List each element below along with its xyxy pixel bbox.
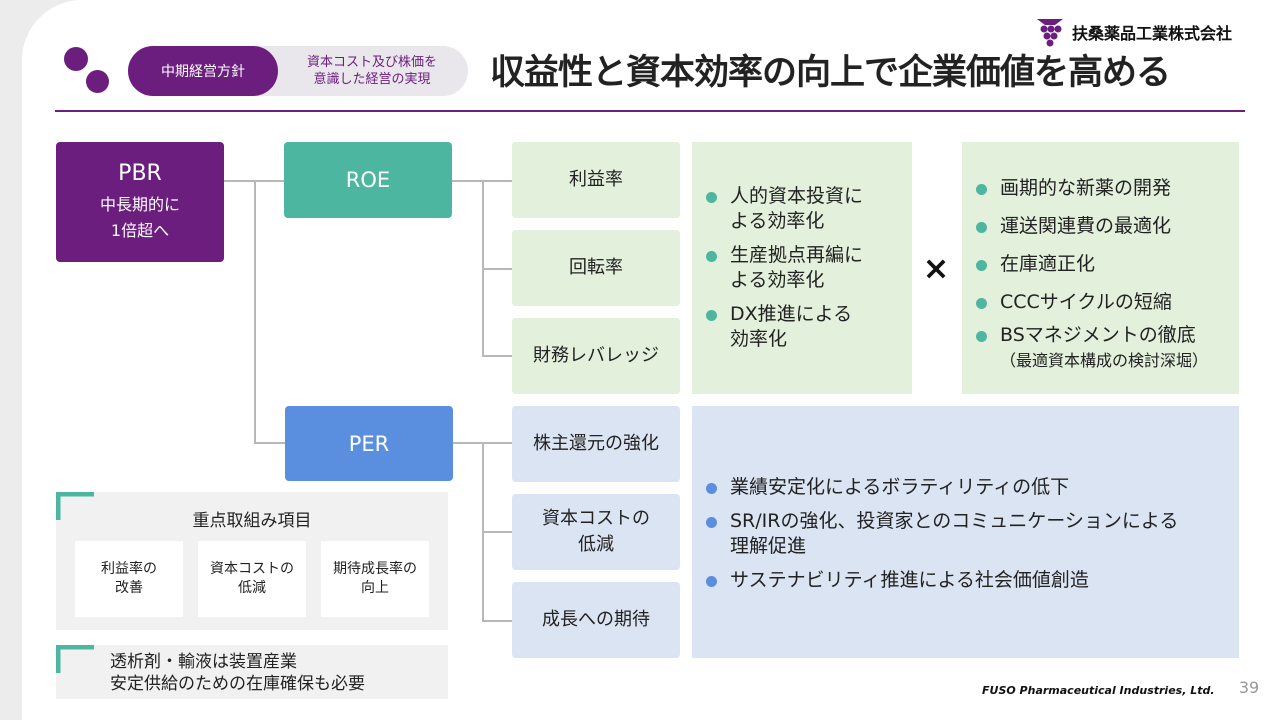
- roe-initiatives-right: 画期的な新薬の開発 運送関連費の最適化 在庫適正化 CCCサイクルの短縮 BSマ…: [972, 176, 1234, 373]
- roe-box: ROE: [284, 142, 452, 218]
- per-driver-label: 株主還元の強化: [533, 433, 659, 454]
- footer-brand: FUSO Pharmaceutical Industries, Ltd.: [982, 684, 1215, 697]
- list-item: BSマネジメントの徹底 （最適資本構成の検討深堀）: [972, 323, 1234, 373]
- corner-accent-icon: [56, 645, 94, 673]
- connector: [482, 268, 512, 270]
- note-line-2: 安定供給のための在庫確保も必要: [110, 674, 365, 694]
- connector: [482, 355, 512, 357]
- subtitle-line-2: 意識した経営の実現: [313, 72, 431, 87]
- decor-dot-small: [86, 70, 109, 93]
- focus-item-card: 利益率の改善: [75, 541, 183, 617]
- roe-driver-profit-margin: 利益率: [512, 142, 680, 218]
- roe-initiatives-left-panel: [692, 142, 912, 394]
- per-driver-label: 成長への期待: [542, 609, 650, 630]
- connector: [482, 531, 512, 533]
- page-number: 39: [1238, 678, 1260, 697]
- roe-driver-label: 回転率: [569, 257, 623, 278]
- page-title: 収益性と資本効率の向上で企業価値を高める: [490, 53, 1171, 93]
- roe-initiatives-right-panel: [962, 142, 1239, 394]
- note-panel: [56, 645, 448, 699]
- list-item: 人的資本投資に よる効率化: [702, 184, 907, 234]
- roe-initiatives-left: 人的資本投資に よる効率化 生産拠点再編に よる効率化 DX推進による 効率化: [702, 184, 907, 352]
- focus-title: 重点取組み項目: [192, 511, 312, 531]
- list-item: サステナビリティ推進による社会価値創造: [702, 568, 1232, 593]
- list-item: SR/IRの強化、投資家とのコミュニケーションによる 理解促進: [702, 509, 1232, 559]
- per-driver-cost-of-capital: 資本コストの 低減: [512, 494, 680, 570]
- per-driver-label: 資本コストの: [542, 508, 650, 529]
- per-box: PER: [285, 406, 453, 481]
- note-text: 透析剤・輸液は装置産業 安定供給のための在庫確保も必要: [110, 651, 440, 697]
- grape-logo-icon: [1037, 19, 1063, 47]
- list-item: 在庫適正化: [972, 252, 1234, 277]
- connector: [254, 442, 285, 444]
- pbr-label: PBR: [118, 160, 162, 186]
- roe-driver-label: 利益率: [569, 169, 623, 190]
- company-name: 扶桑薬品工業株式会社: [1072, 24, 1233, 43]
- list-item: 運送関連費の最適化: [972, 214, 1234, 239]
- decor-dot-large: [64, 47, 88, 71]
- list-item: 業績安定化によるボラティリティの低下: [702, 475, 1232, 500]
- list-item: DX推進による 効率化: [702, 302, 907, 352]
- roe-driver-leverage: 財務レバレッジ: [512, 318, 680, 394]
- multiply-icon: ×: [922, 249, 950, 287]
- connector: [482, 620, 512, 622]
- pbr-line-2: 1倍超へ: [110, 220, 170, 240]
- focus-item-card: 資本コストの低減: [198, 541, 306, 617]
- list-item: CCCサイクルの短縮: [972, 290, 1234, 315]
- list-item: 生産拠点再編に よる効率化: [702, 243, 907, 293]
- title-rule: [55, 110, 1245, 112]
- pbr-box: PBR 中長期的に 1倍超へ: [56, 142, 224, 262]
- per-driver-shareholder-return: 株主還元の強化: [512, 406, 680, 482]
- corner-accent-icon: [56, 492, 94, 520]
- roe-driver-label: 財務レバレッジ: [533, 345, 659, 366]
- subtitle-line-1: 資本コスト及び株価を: [306, 55, 437, 70]
- subtitle: 資本コスト及び株価を 意識した経営の実現: [282, 50, 462, 92]
- per-initiatives-panel: [692, 406, 1239, 658]
- note-line-1: 透析剤・輸液は装置産業: [110, 652, 297, 672]
- pbr-line-1: 中長期的に: [99, 194, 180, 214]
- per-driver-growth-expectation: 成長への期待: [512, 582, 680, 658]
- roe-driver-turnover: 回転率: [512, 230, 680, 306]
- connector: [254, 180, 256, 443]
- list-item: 画期的な新薬の開発: [972, 176, 1234, 201]
- per-initiatives: 業績安定化によるボラティリティの低下 SR/IRの強化、投資家とのコミュニケーシ…: [702, 475, 1232, 593]
- per-driver-label: 低減: [578, 534, 614, 555]
- category-label: 中期経営方針: [128, 46, 278, 96]
- focus-item-card: 期待成長率の向上: [321, 541, 429, 617]
